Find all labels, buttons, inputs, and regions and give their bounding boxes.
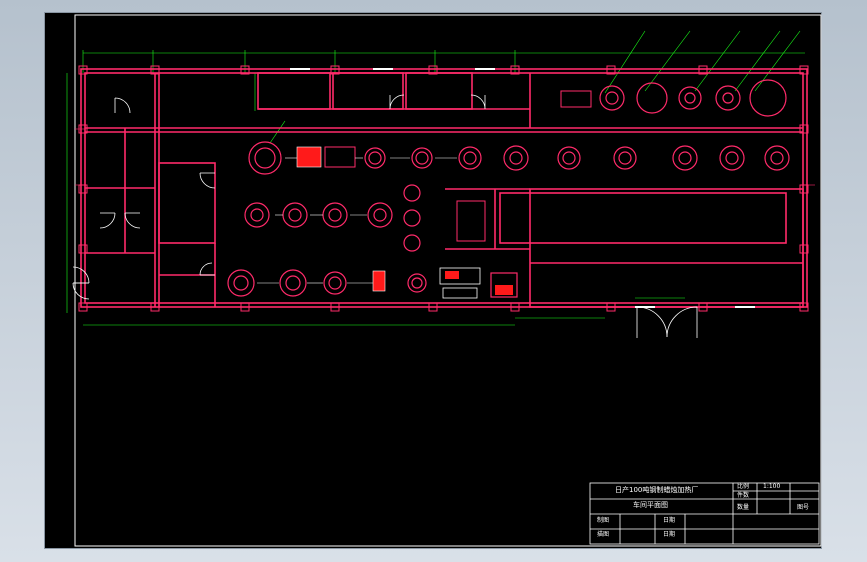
- quantity-label: 数量: [737, 504, 750, 511]
- scale-value: 1:100: [763, 483, 781, 490]
- checker-label: 描图: [597, 531, 610, 538]
- date-label-1: 日期: [663, 517, 676, 524]
- doors: [72, 94, 698, 338]
- project-title: 日产100吨钢制蜡烛加热厂: [615, 486, 699, 494]
- floor-plan-drawing: [66, 14, 822, 547]
- drawing-sheet: 日产100吨钢制蜡烛加热厂 车间平面图 比例 1:100 件数 数量 图号 制图…: [44, 12, 822, 549]
- grid-axes: [75, 128, 815, 186]
- date-label-2: 日期: [663, 531, 676, 538]
- title-block: [589, 482, 820, 545]
- material-label: 件数: [737, 492, 750, 499]
- flow-lines: [257, 157, 457, 284]
- sheet-label: 图号: [797, 504, 810, 511]
- designer-label: 制图: [597, 517, 610, 524]
- drawing-frame: [74, 14, 822, 547]
- equipment-units: [296, 90, 592, 299]
- scale-label: 比例: [737, 483, 750, 490]
- equipment-tanks: [227, 79, 790, 297]
- drawing-name: 车间平面图: [633, 501, 668, 509]
